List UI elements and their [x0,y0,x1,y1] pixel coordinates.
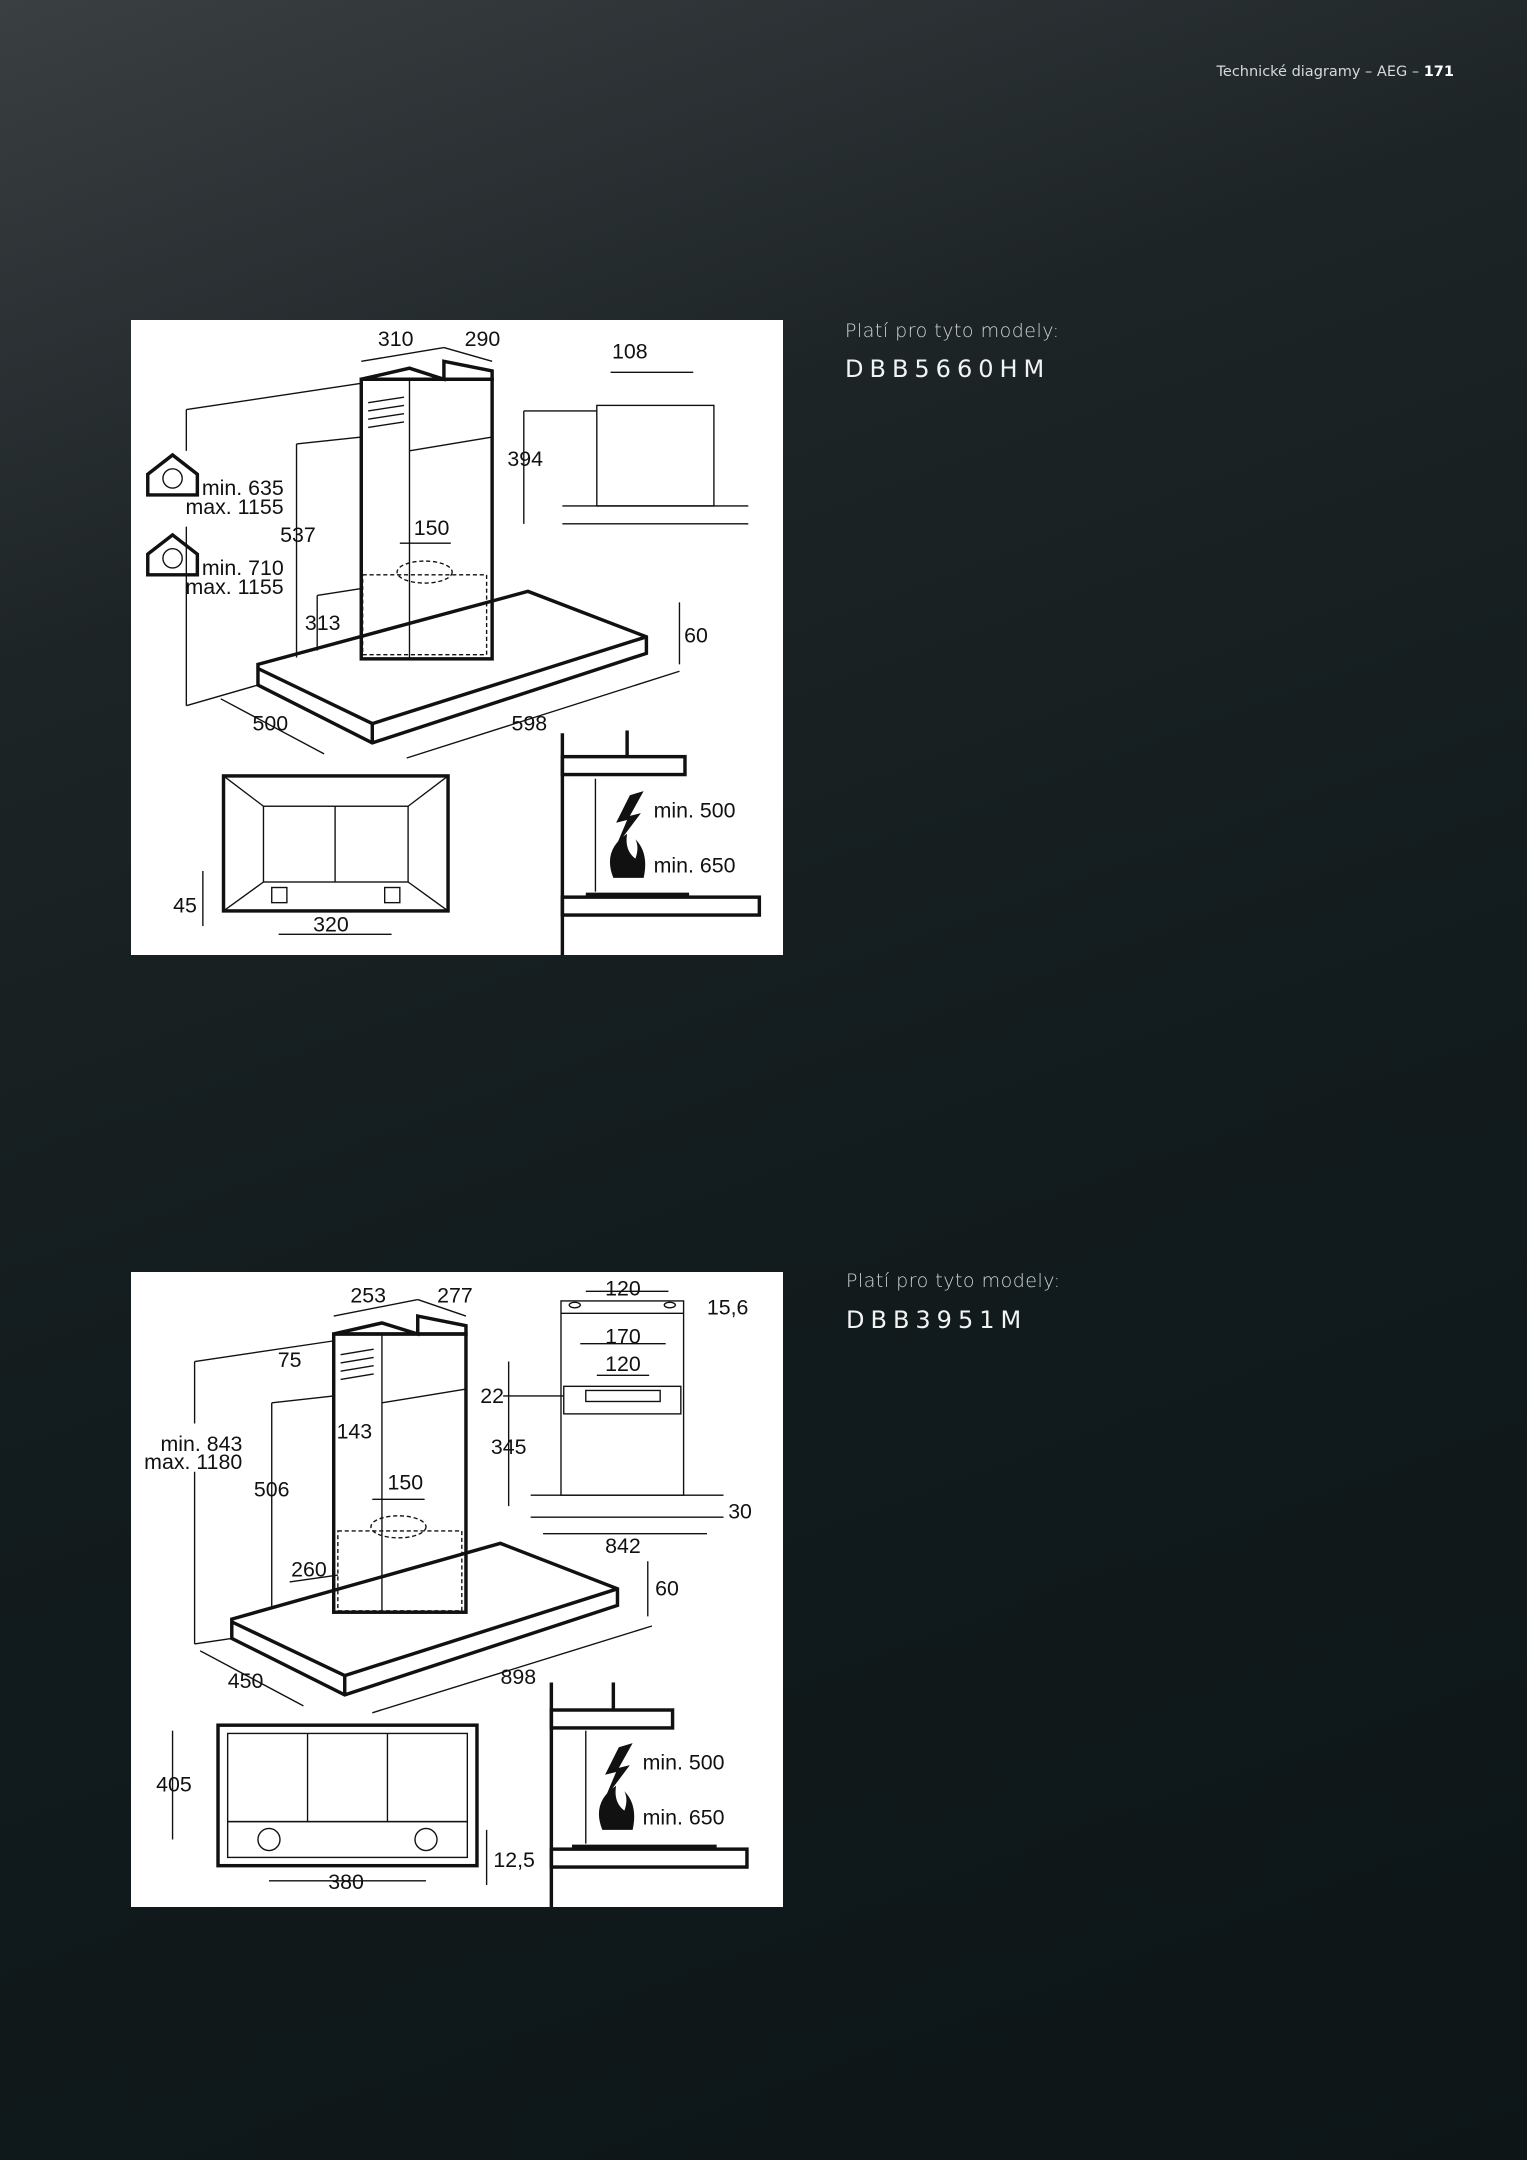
technical-diagram-dbb3951m: 253 277 120 15,6 75 170 120 22 min. 843 … [131,1272,783,1907]
page-number: 171 [1423,64,1454,80]
dim-label: 500 [253,711,289,735]
dim-label: 506 [254,1478,290,1502]
house-vent-icon [146,452,200,497]
applies-to-label: Platí pro tyto modely: [845,320,1060,342]
dim-label: 15,6 [707,1296,749,1320]
electric-icon [605,1743,633,1799]
dim-label: 45 [173,893,197,917]
diagram-drawing: 253 277 120 15,6 75 170 120 22 min. 843 … [144,1276,752,1907]
dim-label: 150 [388,1471,424,1495]
dim-label: 313 [305,611,341,635]
model-name: DBB5660HM [845,355,1051,383]
page-header: Technické diagramy – AEG – 171 [1217,64,1455,80]
dim-label: 22 [480,1384,504,1408]
dim-label: 345 [491,1435,527,1459]
hood-plan-view [221,774,450,913]
dim-label: 405 [156,1772,192,1796]
dim-label: 108 [612,340,648,364]
dim-label: 150 [414,516,450,540]
hood-body [230,1541,620,1697]
dim-label: min. 710 [202,556,284,580]
dim-label: 30 [728,1500,752,1524]
dim-label: min. 843 [161,1432,243,1456]
dim-label: 12,5 [493,1848,535,1872]
gas-flame-icon [609,833,646,878]
hood-body [256,589,649,745]
dim-label: 75 [278,1348,302,1372]
applies-to-label: Platí pro tyto modely: [846,1270,1061,1292]
dim-label: max. 1155 [185,495,283,519]
dim-label: 120 [605,1352,641,1376]
wall-plate [596,404,715,507]
countertop [560,895,762,917]
gas-flame-icon [598,1785,635,1830]
dim-label: 290 [465,327,501,351]
header-title: Technické diagramy – AEG – [1216,64,1424,80]
house-recirc-icon [146,532,200,577]
dim-label: 842 [605,1534,641,1558]
dim-label: min. 635 [202,476,284,500]
dim-label: 170 [605,1325,641,1349]
dim-label: 310 [378,327,414,351]
dim-label: min. 500 [654,798,736,822]
hood-side-view [560,754,687,777]
dim-label: 253 [350,1283,386,1307]
dim-label: 380 [328,1870,364,1894]
countertop [549,1847,749,1869]
diagram-drawing: 310 290 108 394 min. 635 max. 1155 537 1… [146,327,762,955]
chimney-top [333,1313,468,1337]
dim-label: 598 [512,711,548,735]
dim-label: 320 [313,913,349,937]
dim-label: 143 [337,1420,373,1444]
chimney [359,377,494,661]
hood-side-view [549,1708,675,1730]
dim-label: 450 [228,1669,264,1693]
chimney-top [360,359,494,382]
dim-label: 60 [684,623,708,647]
dim-label: 120 [605,1276,641,1300]
dim-label: max. 1180 [144,1450,242,1474]
dim-label: 394 [507,447,543,471]
dim-label: 60 [655,1577,679,1601]
dim-label: 537 [280,523,316,547]
dim-label: min. 500 [643,1750,725,1774]
dim-label: min. 650 [654,853,736,877]
dim-label: min. 650 [643,1805,725,1829]
dim-label: 898 [500,1665,536,1689]
model-name: DBB3951M [846,1306,1028,1334]
dim-label: 260 [291,1557,327,1581]
hood-plan-view [216,1723,479,1868]
technical-diagram-dbb5660hm: 310 290 108 394 min. 635 max. 1155 537 1… [131,320,783,955]
electric-icon [616,791,644,847]
dim-label: max. 1155 [185,575,283,599]
chimney [331,1332,468,1614]
dim-label: 277 [437,1283,473,1307]
